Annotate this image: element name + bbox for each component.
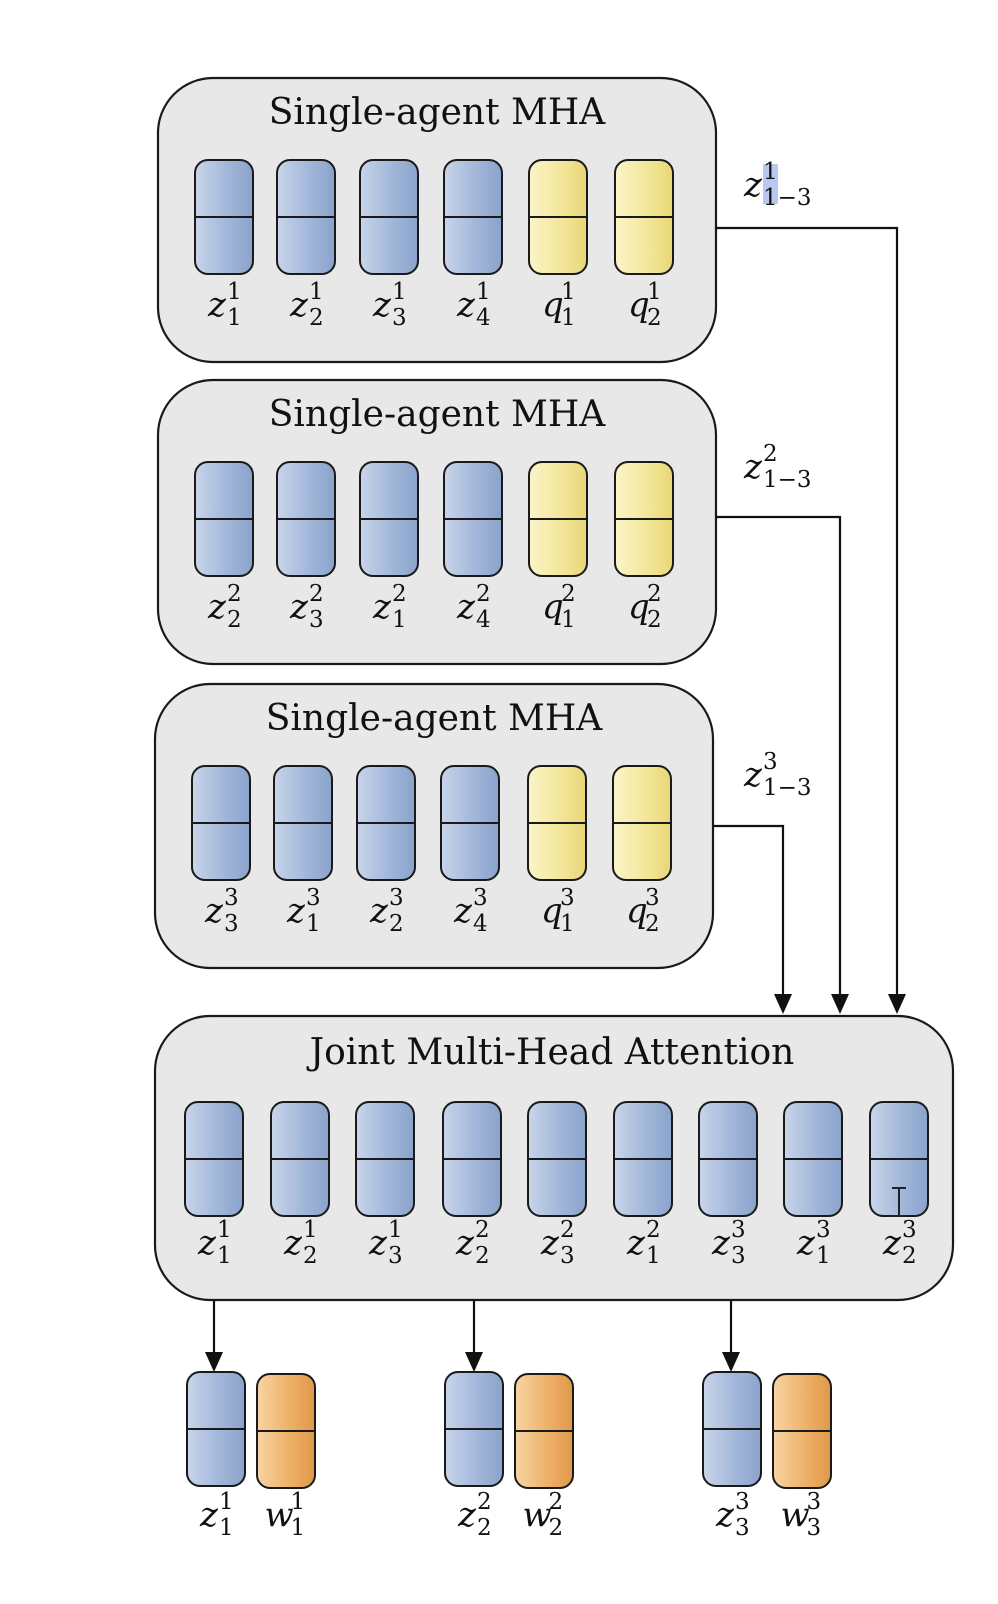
arrowhead-to-joint-1 [888,994,906,1014]
token-2-4 [443,461,503,577]
token-2-5 [528,461,588,577]
connector-3 [713,824,785,998]
token-3-3 [356,765,416,881]
single-agent-mha-title-3: Single-agent MHA [266,698,604,739]
joint-token-4 [442,1101,502,1217]
joint-token-5 [527,1101,587,1217]
output-z-token-3 [702,1371,762,1487]
token-3-2 [273,765,333,881]
joint-token-6 [613,1101,673,1217]
token-1-2 [276,159,336,275]
single-agent-mha-panel-1 [156,76,718,364]
token-2-6 [614,461,674,577]
connector-1 [716,226,899,998]
token-1-6 [614,159,674,275]
single-agent-mha-title-2: Single-agent MHA [269,394,607,435]
token-3-5 [527,765,587,881]
arrowhead-to-output-3 [722,1352,740,1372]
joint-token-8 [783,1101,843,1217]
output-w-token-3 [772,1373,832,1489]
text-selection-highlight [763,164,778,204]
connector-2 [716,515,842,998]
arrowhead-to-joint-3 [774,994,792,1014]
token-3-6 [612,765,672,881]
token-3-4 [440,765,500,881]
token-1-4 [443,159,503,275]
arrowhead-to-joint-2 [831,994,849,1014]
single-agent-mha-panel-2 [156,378,718,666]
text-cursor-icon [892,1187,906,1217]
token-1-1 [194,159,254,275]
output-w-token-2 [514,1373,574,1489]
output-z-token-1 [186,1371,246,1487]
output-z-token-2 [444,1371,504,1487]
joint-token-3 [355,1101,415,1217]
single-agent-mha-title-1: Single-agent MHA [269,92,607,133]
arrowhead-to-output-1 [205,1352,223,1372]
token-2-3 [359,461,419,577]
token-2-2 [276,461,336,577]
output-w-token-1 [256,1373,316,1489]
joint-token-2 [270,1101,330,1217]
joint-mha-title: Joint Multi-Head Attention [306,1032,795,1073]
token-1-5 [528,159,588,275]
token-2-1 [194,461,254,577]
arrowhead-to-output-2 [465,1352,483,1372]
token-3-1 [191,765,251,881]
joint-token-7 [698,1101,758,1217]
token-1-3 [359,159,419,275]
joint-token-1 [184,1101,244,1217]
